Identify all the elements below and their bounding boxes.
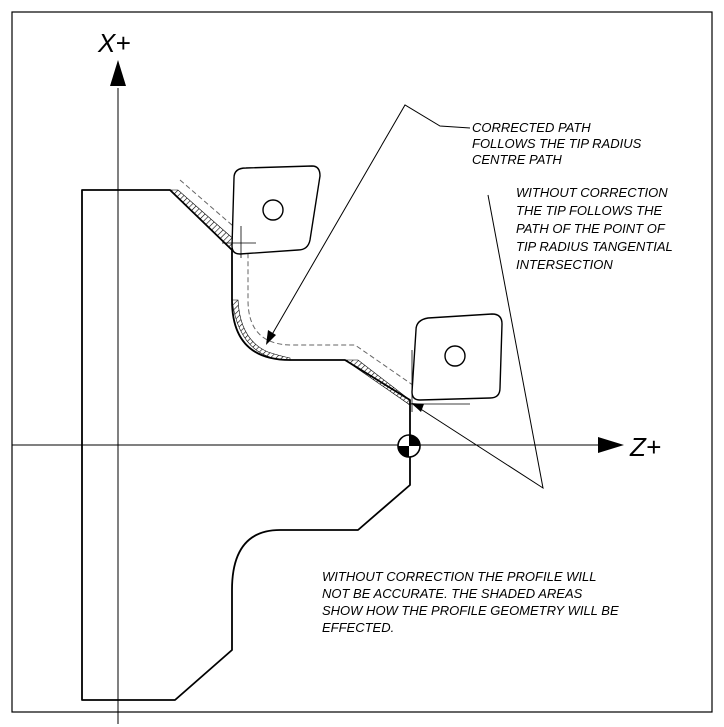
note-without-correction-tip-line: PATH OF THE POINT OF: [516, 221, 666, 236]
corrected-tool-path: [179, 179, 421, 391]
x-axis-arrow: [110, 60, 126, 86]
note-without-correction-tip-line: WITHOUT CORRECTION: [516, 185, 668, 200]
note-without-correction-profile: WITHOUT CORRECTION THE PROFILE WILL NOT …: [322, 569, 622, 635]
program-zero-symbol: [397, 434, 421, 458]
x-axis-label: X+: [97, 28, 131, 58]
leader-without-correction-tip-arrow: [411, 403, 424, 412]
note-without-correction-profile-line: EFFECTED.: [322, 620, 394, 635]
note-without-correction-profile-line: NOT BE ACCURATE. THE SHADED AREAS: [322, 586, 583, 601]
z-axis-arrow: [598, 437, 624, 453]
cutting-insert-upper: [222, 165, 321, 258]
drawing-frame: [11, 11, 713, 713]
note-without-correction-tip-line: INTERSECTION: [516, 257, 613, 272]
note-corrected-path-line: CORRECTED PATH: [472, 120, 591, 135]
leader-corrected-path: [269, 104, 471, 339]
note-without-correction-tip-line: THE TIP FOLLOWS THE: [516, 203, 662, 218]
cutting-insert-lower: [408, 313, 503, 412]
leader-corrected-path-arrow: [266, 330, 276, 345]
note-corrected-path: CORRECTED PATH FOLLOWS THE TIP RADIUS CE…: [472, 120, 645, 167]
note-corrected-path-line: CENTRE PATH: [472, 152, 562, 167]
shaded-area-fillet: [231, 299, 291, 361]
leader-without-correction-tip: [415, 194, 544, 490]
note-without-correction-profile-line: SHOW HOW THE PROFILE GEOMETRY WILL BE: [322, 603, 619, 618]
note-without-correction-tip-line: TIP RADIUS TANGENTIAL: [516, 239, 673, 254]
note-corrected-path-line: FOLLOWS THE TIP RADIUS: [472, 136, 642, 151]
note-without-correction-profile-line: WITHOUT CORRECTION THE PROFILE WILL: [322, 569, 596, 584]
note-without-correction-tip: WITHOUT CORRECTION THE TIP FOLLOWS THE P…: [516, 185, 676, 272]
z-axis-label: Z+: [629, 432, 661, 462]
